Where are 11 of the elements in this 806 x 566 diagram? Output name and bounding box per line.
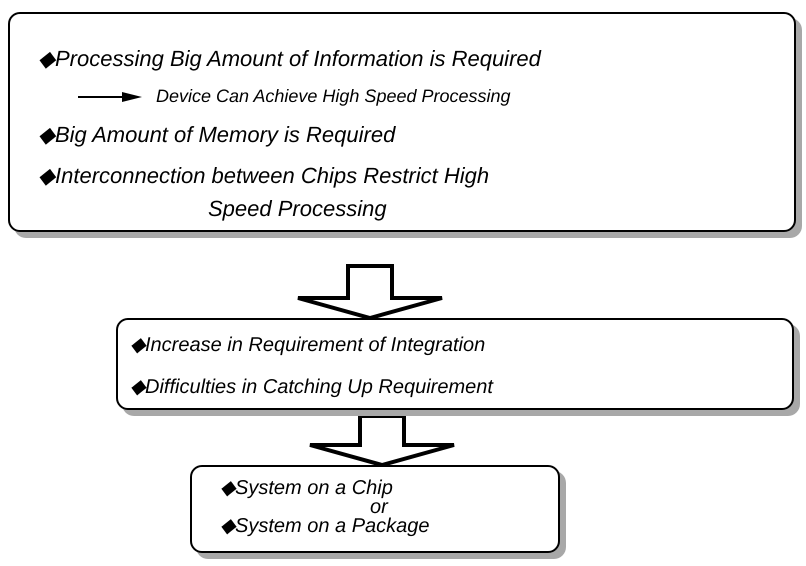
- node-text: ◆Difficulties in Catching Up Requirement: [130, 375, 494, 400]
- node-text: ◆Big Amount of Memory is Required: [38, 121, 397, 149]
- node-text: ◆System on a Chip: [220, 477, 394, 499]
- block-arrow: [308, 414, 456, 468]
- node-text: or: [370, 499, 388, 515]
- node-text: ◆Processing Big Amount of Information is Required: [38, 45, 542, 73]
- node-text: ◆Increase in Requirement of Integration: [130, 333, 486, 358]
- block-arrow: [296, 264, 444, 320]
- node-text: Device Can Achieve High Speed Processing: [156, 85, 511, 108]
- node-text: ◆System on a Package: [220, 515, 431, 537]
- node-text: ◆Interconnection between Chips Restrict High Speed Processing: [38, 162, 490, 223]
